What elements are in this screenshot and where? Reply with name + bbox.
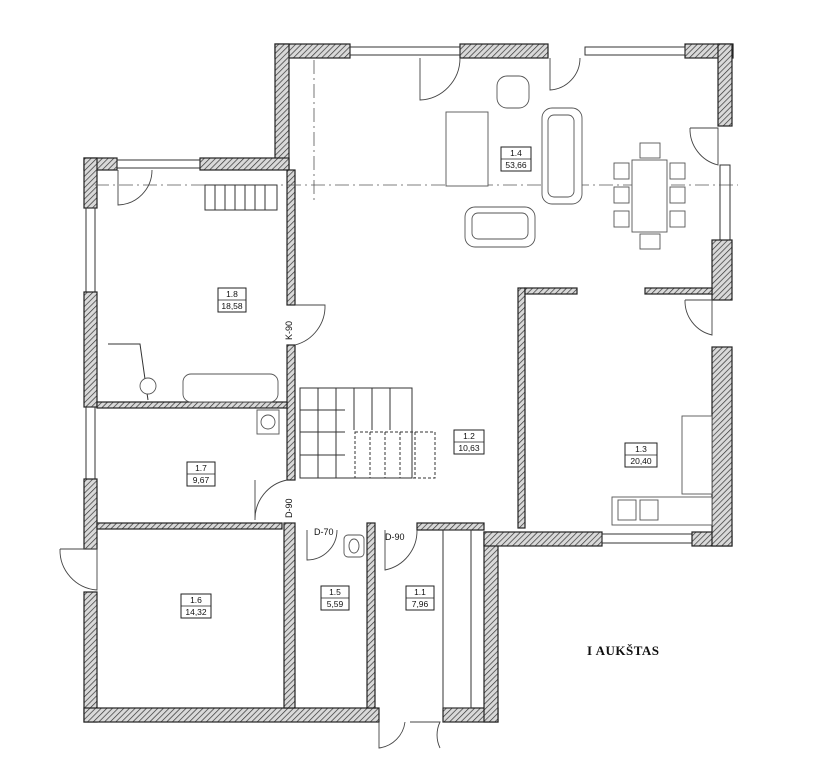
svg-text:1.6: 1.6 [190,595,202,605]
room-label-1-7: 1.7 9,67 [186,461,216,487]
interior-walls [96,169,713,709]
svg-text:10,63: 10,63 [458,443,480,453]
svg-text:53,66: 53,66 [505,160,527,170]
svg-text:7,96: 7,96 [412,599,429,609]
svg-text:20,40: 20,40 [630,456,652,466]
svg-text:9,67: 9,67 [193,475,210,485]
svg-text:18,58: 18,58 [221,301,243,311]
room-label-1-3: 1.3 20,40 [624,442,658,468]
svg-text:1.5: 1.5 [329,587,341,597]
door-codes: K-90 D-90 D-70 D-90 [284,321,405,542]
door-code-d70: D-70 [314,527,334,537]
room-labels: 1.8 18,58 1.4 53,66 1.7 9,67 1.2 10,63 1.3 20… [180,146,658,619]
floor-title: I AUKŠTAS [587,643,660,658]
room-label-1-2: 1.2 10,63 [453,429,485,455]
door-swings [59,57,719,749]
svg-text:5,59: 5,59 [327,599,344,609]
svg-text:1.8: 1.8 [226,289,238,299]
exterior-walls [83,43,734,723]
room-label-1-4: 1.4 53,66 [500,146,532,172]
svg-text:1.7: 1.7 [195,463,207,473]
furniture [108,75,713,558]
room-label-1-1: 1.1 7,96 [405,585,435,611]
svg-text:14,32: 14,32 [185,607,207,617]
room-label-1-5: 1.5 5,59 [320,585,350,611]
svg-text:1.3: 1.3 [635,444,647,454]
door-code-d90-left: D-90 [284,498,294,518]
svg-text:1.1: 1.1 [414,587,426,597]
door-code-d90-bottom: D-90 [385,532,405,542]
svg-text:1.4: 1.4 [510,148,522,158]
room-label-1-6: 1.6 14,32 [180,593,212,619]
axis-lines [95,60,738,200]
svg-text:1.2: 1.2 [463,431,475,441]
room-label-1-8: 1.8 18,58 [217,287,247,313]
door-code-k90: K-90 [284,321,294,340]
staircase [204,184,436,479]
